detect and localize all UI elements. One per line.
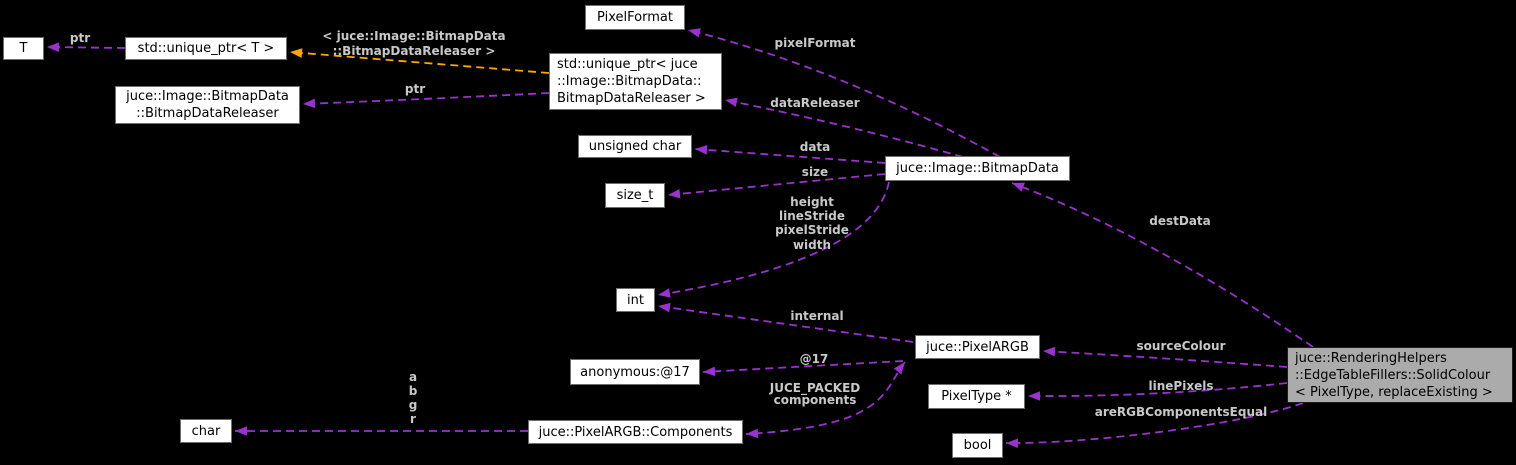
linestride-label: lineStride xyxy=(779,209,845,223)
components-edge-arrowhead xyxy=(893,362,905,375)
ptr-label-1: ptr xyxy=(70,31,90,45)
node-anonymous-17-label-line: anonymous:@17 xyxy=(580,364,690,380)
node-bool[interactable]: bool xyxy=(952,433,1003,458)
datareleaser-label: dataReleaser xyxy=(770,96,860,110)
node-unsigned-char-label-line: unsigned char xyxy=(588,139,682,154)
data-edge xyxy=(694,148,886,164)
pixelformat-label: pixelFormat xyxy=(775,36,856,50)
ptr-edge-releaser-arrowhead xyxy=(303,98,316,109)
internal-edge xyxy=(657,305,914,343)
internal-label: internal xyxy=(790,309,843,323)
node-unsigned-char[interactable]: unsigned char xyxy=(578,135,692,158)
at17-edge-arrowhead xyxy=(703,366,716,377)
node-size-t-label-line: size_t xyxy=(616,188,654,203)
ptr-edge-releaser xyxy=(302,92,550,105)
size-label: size xyxy=(802,165,828,179)
ptr-edge-t xyxy=(46,46,126,49)
destdata-label: destData xyxy=(1149,214,1211,228)
ptr-edge-t-arrowhead xyxy=(47,42,60,53)
dimensions-edge xyxy=(657,181,890,296)
node-t[interactable]: T xyxy=(3,37,44,60)
size-edge-arrowhead xyxy=(668,188,681,199)
node-solid-colour-label-line: juce::RenderingHelpers xyxy=(1295,350,1447,366)
node-bitmap-data-releaser-label-line: ::BitmapDataReleaser xyxy=(136,106,279,121)
components-edge-arrowhead xyxy=(746,428,759,439)
data-edge-arrowhead xyxy=(695,145,708,155)
node-bitmap-data[interactable]: juce::Image::BitmapData xyxy=(885,156,1070,181)
node-pixel-format-label-line: PixelFormat xyxy=(597,10,673,25)
pixelformat-edge xyxy=(687,29,1001,158)
argbequal-label: areRGBComponentsEqual xyxy=(1095,405,1267,419)
argbequal-edge-arrowhead xyxy=(1006,438,1019,449)
at17-edge xyxy=(702,360,904,373)
node-pixel-format[interactable]: PixelFormat xyxy=(585,5,685,30)
node-t-label-line: T xyxy=(19,41,28,56)
b-label: b xyxy=(409,384,418,398)
sourcecolour-label: sourceColour xyxy=(1137,339,1226,353)
node-solid-colour-label-line: < PixelType, replaceExisting > xyxy=(1295,384,1493,400)
pixelstride-label: pixelStride xyxy=(775,223,849,237)
node-char[interactable]: char xyxy=(180,419,232,443)
linepixels-edge xyxy=(1027,382,1288,397)
node-solid-colour: juce::RenderingHelpers::EdgeTableFillers… xyxy=(1287,347,1513,403)
node-pixel-argb[interactable]: juce::PixelARGB xyxy=(915,335,1040,359)
node-int-label-line: int xyxy=(627,292,644,308)
g-label: g xyxy=(409,398,418,412)
components-edge xyxy=(745,361,906,435)
internal-edge-arrowhead xyxy=(658,302,671,313)
node-pixel-type-ptr-label-line: PixelType * xyxy=(941,389,1012,404)
template-args-line-1: < juce::Image::BitmapData xyxy=(322,29,505,43)
node-std-unique-ptr-t-label-line: std::unique_ptr< T > xyxy=(137,41,275,56)
destdata-edge-arrowhead xyxy=(1012,182,1025,192)
width-label: width xyxy=(793,238,831,252)
node-int[interactable]: int xyxy=(616,288,655,312)
juce-packed-label: JUCE_PACKED xyxy=(769,381,860,396)
node-std-unique-ptr-releaser-label-line: std::unique_ptr< juce xyxy=(557,57,698,72)
node-bitmap-data-releaser[interactable]: juce::Image::BitmapData::BitmapDataRelea… xyxy=(115,86,300,124)
components-label: components xyxy=(774,393,857,407)
node-std-unique-ptr-t[interactable]: std::unique_ptr< T > xyxy=(125,37,287,60)
datareleaser-edge xyxy=(724,99,964,158)
node-char-label-line: char xyxy=(191,423,221,439)
argbequal-edge xyxy=(1005,402,1304,444)
sourcecolour-edge-arrowhead xyxy=(1043,346,1056,357)
linepixels-label: linePixels xyxy=(1149,379,1214,393)
pixelformat-edge-arrowhead xyxy=(688,28,701,38)
r-label: r xyxy=(410,412,416,426)
node-pixel-argb-components-label-line: juce::PixelARGB::Components xyxy=(538,424,733,440)
data-label: data xyxy=(800,140,831,154)
node-pixel-argb-label-line: juce::PixelARGB xyxy=(926,339,1029,355)
node-bitmap-data-label-line: juce::Image::BitmapData xyxy=(896,161,1059,176)
destdata-edge xyxy=(1011,182,1314,348)
node-std-unique-ptr-releaser-label-line: ::Image::BitmapData:: xyxy=(557,74,702,89)
abgr-edge-arrowhead xyxy=(235,426,247,436)
height-label: height xyxy=(790,195,834,209)
node-pixel-argb-components[interactable]: juce::PixelARGB::Components xyxy=(528,420,743,444)
linepixels-edge-arrowhead xyxy=(1028,391,1040,401)
datareleaser-edge-arrowhead xyxy=(725,97,738,108)
node-bool-label-line: bool xyxy=(963,438,992,453)
node-pixel-type-ptr[interactable]: PixelType * xyxy=(928,384,1025,409)
node-bitmap-data-releaser-label-line: juce::Image::BitmapData xyxy=(126,89,289,104)
template-args-edge xyxy=(289,51,550,74)
sourcecolour-edge xyxy=(1042,350,1288,368)
node-size-t[interactable]: size_t xyxy=(605,183,665,208)
dimensions-edge-arrowhead xyxy=(658,288,671,298)
node-std-unique-ptr-releaser-label-line: BitmapDataReleaser > xyxy=(557,91,706,106)
node-std-unique-ptr-releaser[interactable]: std::unique_ptr< juce::Image::BitmapData… xyxy=(549,53,722,110)
at17-label: @17 xyxy=(800,352,829,366)
size-edge xyxy=(667,173,886,196)
ptr-label-2: ptr xyxy=(405,82,425,96)
node-anonymous-17[interactable]: anonymous:@17 xyxy=(570,359,700,385)
template-args-line-2: ::BitmapDataReleaser > xyxy=(333,44,496,58)
template-args-edge-arrowhead xyxy=(290,48,303,58)
node-solid-colour-label-line: ::EdgeTableFillers::SolidColour xyxy=(1295,367,1491,383)
a-label: a xyxy=(409,370,417,384)
